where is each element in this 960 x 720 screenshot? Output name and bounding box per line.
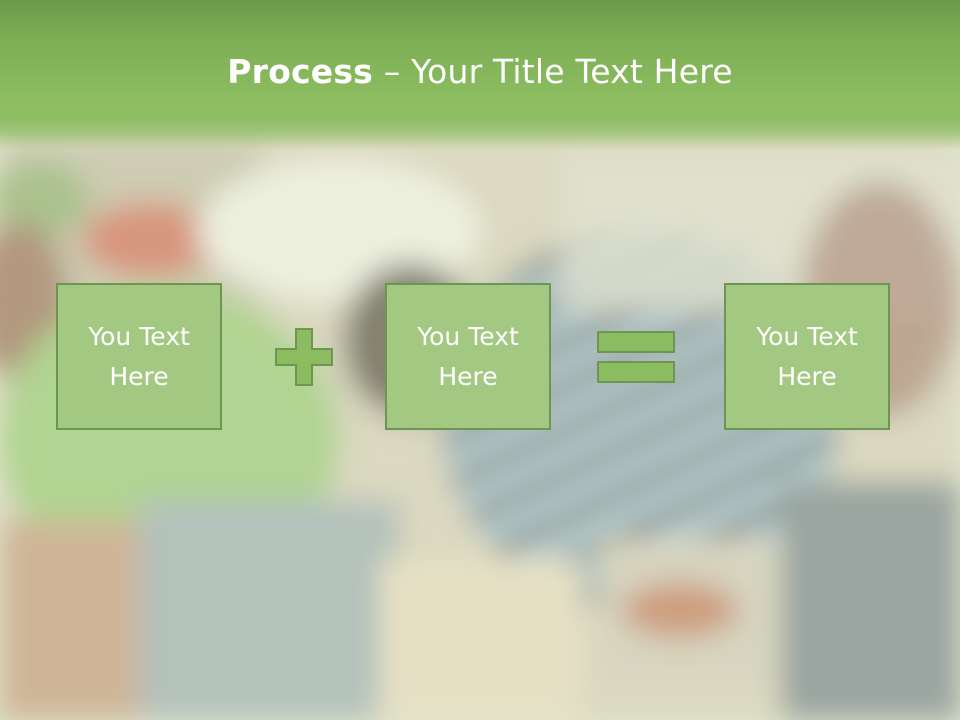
process-box-1-text: You Text Here <box>88 321 190 391</box>
process-box-2-text: You Text Here <box>417 321 519 391</box>
plus-icon <box>274 327 334 387</box>
equals-icon <box>596 330 676 386</box>
process-box-1[interactable]: You Text Here <box>56 283 222 430</box>
process-box-3[interactable]: You Text Here <box>724 283 890 430</box>
title-rest-text: – Your Title Text Here <box>373 52 733 91</box>
title-bold-text: Process <box>227 52 374 91</box>
process-box-3-text: You Text Here <box>756 321 858 391</box>
process-box-2[interactable]: You Text Here <box>385 283 551 430</box>
slide-title[interactable]: Process – Your Title Text Here <box>0 52 960 91</box>
title-bar <box>0 0 960 150</box>
